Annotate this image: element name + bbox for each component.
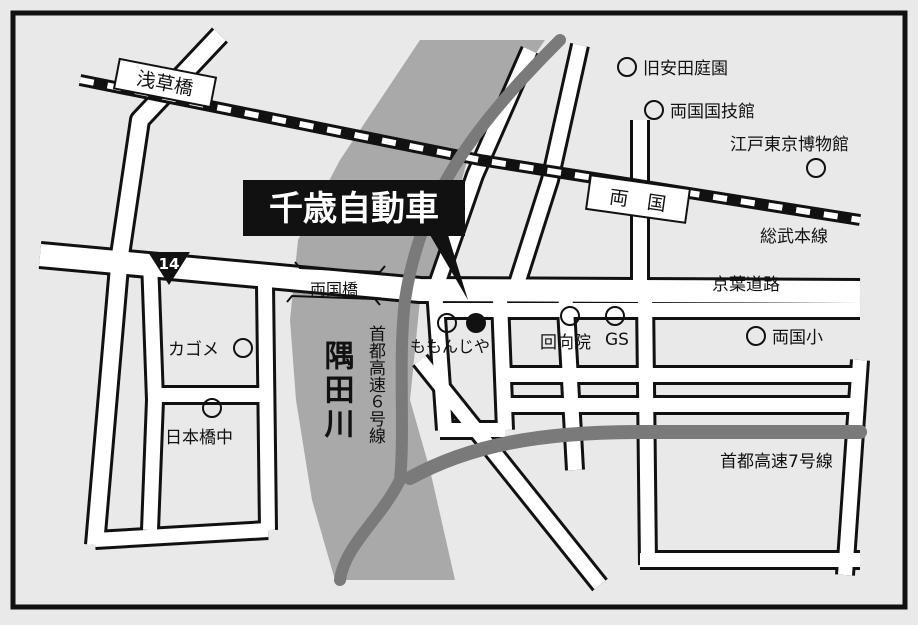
- label-kokugikan: 両国国技館: [670, 102, 755, 122]
- ekoin-icon: [560, 306, 580, 326]
- route-14-label: 14: [159, 255, 180, 273]
- label-keiyo-road: 京葉道路: [712, 275, 780, 295]
- expressway-7: [403, 425, 867, 485]
- label-kyu-yasuda: 旧安田庭園: [643, 59, 728, 79]
- ryogoku-elementary-icon: [746, 326, 766, 346]
- kyu-yasuda-icon: [617, 57, 637, 77]
- bridge-marker-south: [286, 294, 381, 306]
- label-momonjiya: ももんじや: [410, 337, 490, 356]
- momonjiya-icon: [437, 313, 457, 333]
- label-ryogoku-elementary: 両国小: [772, 328, 823, 348]
- label-nihonbashi-jhs: 日本橋中: [165, 428, 233, 448]
- route-14-marker: [148, 252, 190, 285]
- destination-marker-icon: [466, 313, 486, 333]
- map-frame: [10, 10, 908, 610]
- edo-museum-icon: [806, 158, 826, 178]
- kagome-icon: [233, 338, 253, 358]
- bridge-marker-north: [294, 261, 386, 274]
- label-railway-line: 総武本線: [760, 227, 828, 247]
- map-title: 千歳自動車: [269, 189, 439, 229]
- label-expressway-7: 首都高速7号線: [720, 452, 833, 472]
- label-gs: GS: [605, 330, 629, 350]
- label-kagome: カゴメ: [168, 339, 219, 360]
- station-asakusabashi-box: [112, 57, 218, 109]
- title-box: [243, 180, 465, 236]
- kokugikan-icon: [644, 100, 664, 120]
- nihonbashi-jhs-icon: [202, 398, 222, 418]
- label-expressway-6: 首都高速６号線: [365, 325, 386, 444]
- label-ekoin: 回向院: [540, 333, 591, 353]
- sobu-railway: [78, 74, 861, 226]
- sumida-river: [290, 40, 545, 580]
- landmark-markers: [202, 57, 826, 418]
- station-ryogoku-box: [584, 174, 692, 224]
- label-sumida-river: 隅田川: [319, 340, 355, 442]
- gs-icon: [605, 306, 625, 326]
- label-edo-museum: 江戸東京博物館: [730, 135, 849, 155]
- title-pointer: [430, 235, 468, 300]
- expressway-6: [334, 34, 566, 586]
- label-ryogoku-bridge: 両国橋: [310, 280, 358, 299]
